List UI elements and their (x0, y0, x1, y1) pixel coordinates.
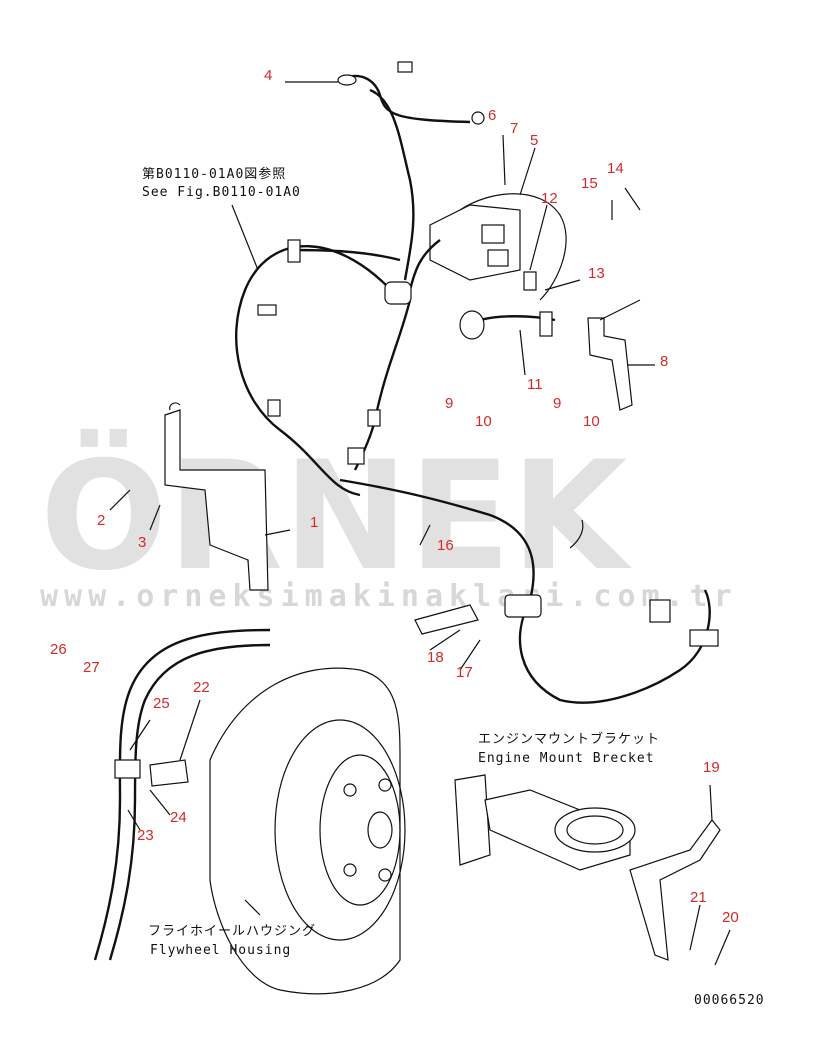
callout-21: 21 (690, 889, 707, 906)
callout-9a: 9 (445, 395, 453, 412)
callout-9b: 9 (553, 395, 561, 412)
callout-10b: 10 (583, 413, 600, 430)
callout-15: 15 (581, 175, 598, 192)
watermark-brand: ÖRNEK (40, 428, 632, 604)
callout-7: 7 (510, 120, 518, 137)
callout-16: 16 (437, 537, 454, 554)
callout-12: 12 (541, 190, 558, 207)
drawing-number: 00066520 (694, 993, 765, 1008)
flywheel-jp: フライホイールハウジング (148, 924, 316, 939)
callout-13: 13 (588, 265, 605, 282)
callout-8: 8 (660, 353, 668, 370)
callout-10a: 10 (475, 413, 492, 430)
engine-mount-en: Engine Mount Brecket (478, 751, 655, 766)
callout-26: 26 (50, 641, 67, 658)
callout-25: 25 (153, 695, 170, 712)
callout-3: 3 (138, 534, 146, 551)
callout-22: 22 (193, 679, 210, 696)
callout-14: 14 (607, 160, 624, 177)
callout-2: 2 (97, 512, 105, 529)
callout-1: 1 (310, 514, 318, 531)
watermark-url: www.orneksimakinaklari.com.tr (40, 579, 738, 614)
callout-17: 17 (456, 664, 473, 681)
see-fig-en: See Fig.B0110-01A0 (142, 185, 301, 200)
callout-6: 6 (488, 107, 496, 124)
engine-mount-drawing (454, 774, 721, 961)
watermark: ÖRNEK www.orneksimakinaklari.com.tr (40, 428, 738, 614)
engine-mount-jp: エンジンマウントブラケット (478, 731, 660, 747)
leader-lines (109, 81, 731, 966)
flywheel-housing-drawing (93, 628, 406, 995)
callout-4: 4 (264, 67, 272, 84)
see-fig-jp: 第B0110-01A0図参照 (142, 166, 286, 182)
reference-labels: 第B0110-01A0図参照 See Fig.B0110-01A0 エンジンマウ… (142, 166, 765, 1008)
callout-27: 27 (83, 659, 100, 676)
callout-18: 18 (427, 649, 444, 666)
callout-11: 11 (527, 376, 543, 393)
callout-5: 5 (530, 132, 538, 149)
callout-numbers: 1 2 3 4 5 6 7 8 9 9 10 10 11 12 13 14 15… (50, 67, 739, 926)
callout-23: 23 (137, 827, 154, 844)
harness-drawing (164, 61, 719, 704)
flywheel-en: Flywheel Housing (150, 943, 291, 958)
callout-24: 24 (170, 809, 187, 826)
callout-19: 19 (703, 759, 720, 776)
callout-20: 20 (722, 909, 739, 926)
